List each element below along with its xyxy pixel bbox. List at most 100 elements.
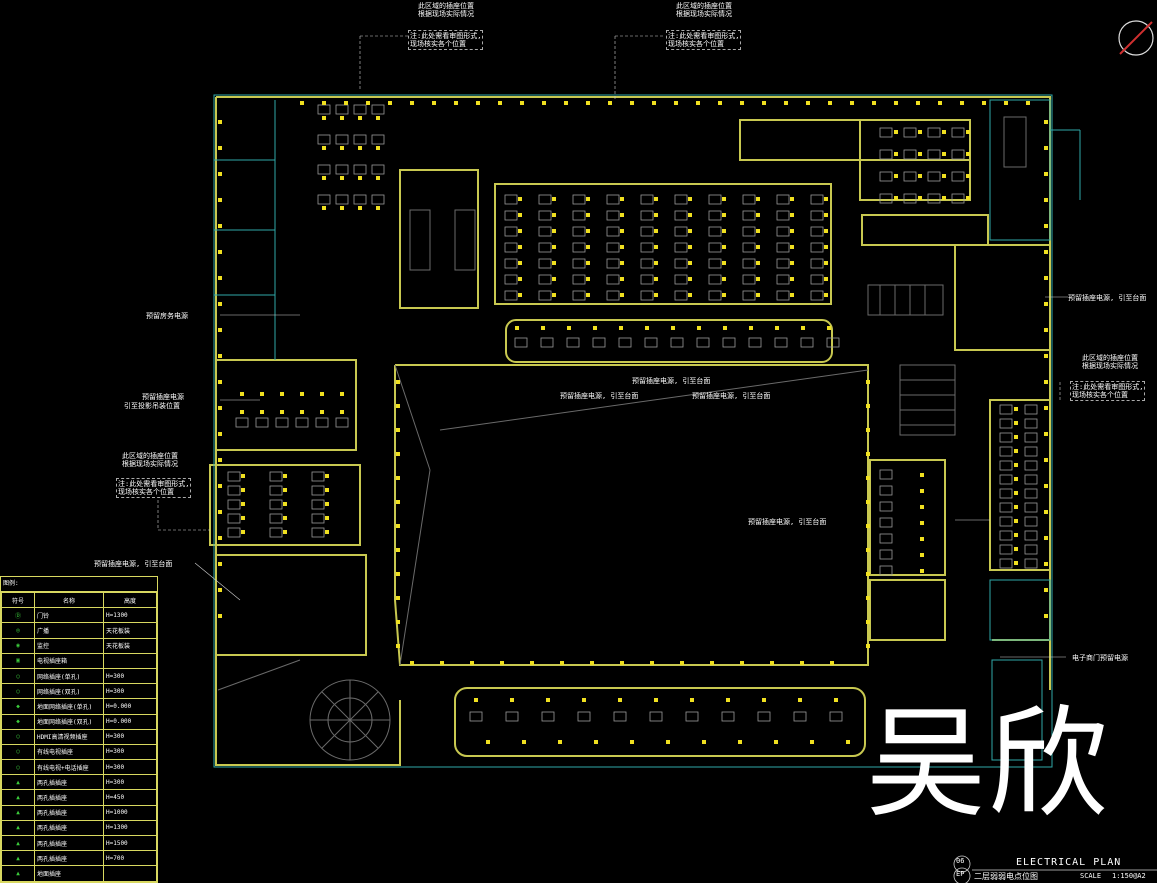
desk-symbol (810, 258, 824, 269)
socket-marker (518, 197, 522, 201)
desk-symbol (504, 242, 518, 253)
desk-symbol (999, 488, 1013, 499)
socket-marker (358, 206, 362, 210)
desk-symbol (1024, 516, 1038, 527)
socket-marker (1014, 407, 1018, 411)
socket-marker (688, 197, 692, 201)
desk-symbol (255, 417, 269, 428)
legend-row: ◉监控天花板装 (1, 637, 157, 654)
panel-icon: ▲ (1, 804, 35, 821)
socket-marker (567, 326, 571, 330)
socket-marker (688, 261, 692, 265)
socket-marker (396, 524, 400, 528)
socket-circle-icon: ○ (1, 667, 35, 685)
socket-marker (1014, 533, 1018, 537)
desk-symbol (1024, 432, 1038, 443)
title-block: 06 EP ELECTRICAL PLAN 二层弱弱电点位图 SCALE 1:1… (952, 856, 1157, 883)
desk-symbol (810, 274, 824, 285)
socket-marker (866, 596, 870, 600)
desk-symbol (776, 290, 790, 301)
socket-marker (322, 101, 326, 105)
socket-marker (325, 516, 329, 520)
desk-symbol (514, 337, 528, 348)
socket-marker (552, 245, 556, 249)
desk-symbol (227, 471, 241, 482)
desk-symbol (793, 711, 807, 722)
socket-marker (396, 476, 400, 480)
socket-marker (325, 502, 329, 506)
socket-marker (920, 505, 924, 509)
legend-row: ▲地面插座 (1, 865, 157, 882)
socket-marker (376, 116, 380, 120)
desk-symbol (469, 711, 483, 722)
desk-symbol (903, 149, 917, 160)
desk-symbol (999, 474, 1013, 485)
socket-marker (1044, 588, 1048, 592)
note-right-a: 此区域的插座位置根据现场实际情况 (1082, 354, 1138, 370)
desk-symbol (742, 242, 756, 253)
socket-marker (241, 488, 245, 492)
drawing-code: EP (956, 870, 965, 878)
desk-symbol (227, 499, 241, 510)
desk-symbol (927, 127, 941, 138)
socket-marker (756, 261, 760, 265)
socket-marker (1044, 224, 1048, 228)
desk-symbol (879, 533, 893, 544)
legend-item-name: 网络插座(单孔) (34, 667, 104, 685)
legend-item-height: H=700 (103, 850, 157, 867)
socket-marker (756, 197, 760, 201)
socket-marker (410, 101, 414, 105)
socket-marker (542, 101, 546, 105)
socket-marker (620, 213, 624, 217)
interior-geometry (217, 116, 1027, 761)
desk-symbol (1024, 530, 1038, 541)
socket-marker (866, 548, 870, 552)
desk-symbol (640, 242, 654, 253)
furniture-symbols (227, 104, 1038, 722)
socket-marker (827, 326, 831, 330)
socket-marker (396, 500, 400, 504)
desk-symbol (674, 194, 688, 205)
socket-marker (866, 404, 870, 408)
socket-marker (470, 661, 474, 665)
socket-marker (515, 326, 519, 330)
socket-marker (1044, 276, 1048, 280)
socket-marker (241, 516, 245, 520)
legend-item-name: 有线电视+电话插座 (34, 759, 104, 776)
note-top-a: 此区域的插座位置根据现场实际情况 (418, 2, 474, 18)
socket-marker (376, 176, 380, 180)
legend-title: 图例: (1, 577, 157, 592)
panel-icon: ▲ (1, 850, 35, 867)
socket-marker (1014, 463, 1018, 467)
desk-symbol (572, 210, 586, 221)
desk-symbol (748, 337, 762, 348)
desk-symbol (504, 210, 518, 221)
socket-marker (688, 293, 692, 297)
socket-marker (1044, 172, 1048, 176)
socket-marker (630, 740, 634, 744)
desk-symbol (269, 499, 283, 510)
socket-marker (340, 410, 344, 414)
socket-marker (325, 488, 329, 492)
socket-circle-icon: ○ (1, 759, 35, 776)
desk-symbol (538, 290, 552, 301)
legend-item-height: H=1000 (103, 804, 157, 821)
socket-marker (966, 174, 970, 178)
socket-marker (798, 698, 802, 702)
socket-marker (594, 740, 598, 744)
socket-marker (790, 213, 794, 217)
socket-marker (756, 213, 760, 217)
desk-symbol (757, 711, 771, 722)
desk-symbol (674, 210, 688, 221)
desk-symbol (640, 226, 654, 237)
socket-marker (1004, 101, 1008, 105)
socket-marker (500, 661, 504, 665)
drawing-title-cn: 二层弱弱电点位图 (974, 872, 1038, 881)
socket-marker (396, 428, 400, 432)
panel-icon: ▲ (1, 865, 35, 882)
socket-marker (1044, 536, 1048, 540)
socket-marker (966, 196, 970, 200)
socket-marker (283, 488, 287, 492)
